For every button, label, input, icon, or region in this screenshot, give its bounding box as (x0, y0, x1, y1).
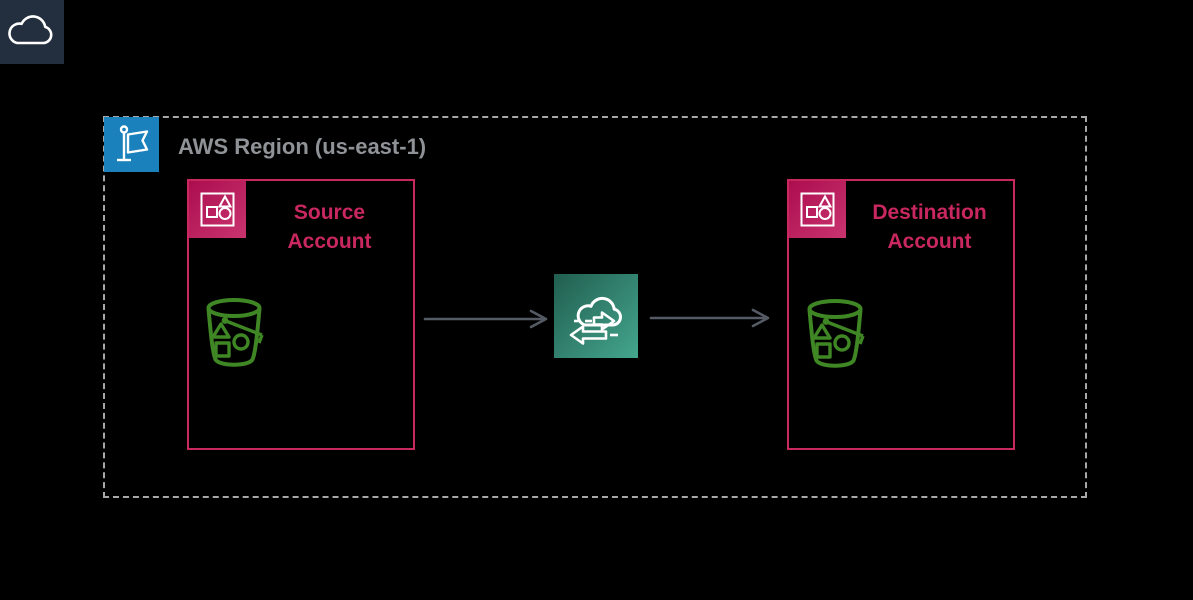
flag-glyph (117, 125, 149, 162)
destination-account-box: Destination Account (787, 179, 1015, 450)
source-account-box: Source Account (187, 179, 415, 450)
source-account-label-text: Source Account (287, 201, 372, 253)
s3-bucket-glyph (206, 298, 264, 367)
cloud-glyph (8, 15, 53, 45)
region-label: AWS Region (us-east-1) (178, 134, 427, 159)
s3-bucket-icon (201, 295, 271, 373)
s3-bucket-glyph (807, 299, 865, 368)
region-flag-icon (104, 117, 159, 172)
cloud-transfer-glyph (569, 296, 622, 345)
account-shapes-glyph (800, 192, 835, 227)
aws-region-container (103, 116, 1087, 498)
source-account-label: Source Account (244, 198, 415, 256)
s3-bucket-icon (802, 296, 872, 374)
account-icon (789, 181, 846, 238)
account-shapes-glyph (200, 192, 235, 227)
destination-account-label-text: Destination Account (872, 201, 987, 253)
destination-account-label: Destination Account (844, 198, 1015, 256)
aws-cloud-icon (0, 0, 64, 64)
cloud-data-transfer-icon (554, 274, 638, 358)
account-icon (189, 181, 246, 238)
